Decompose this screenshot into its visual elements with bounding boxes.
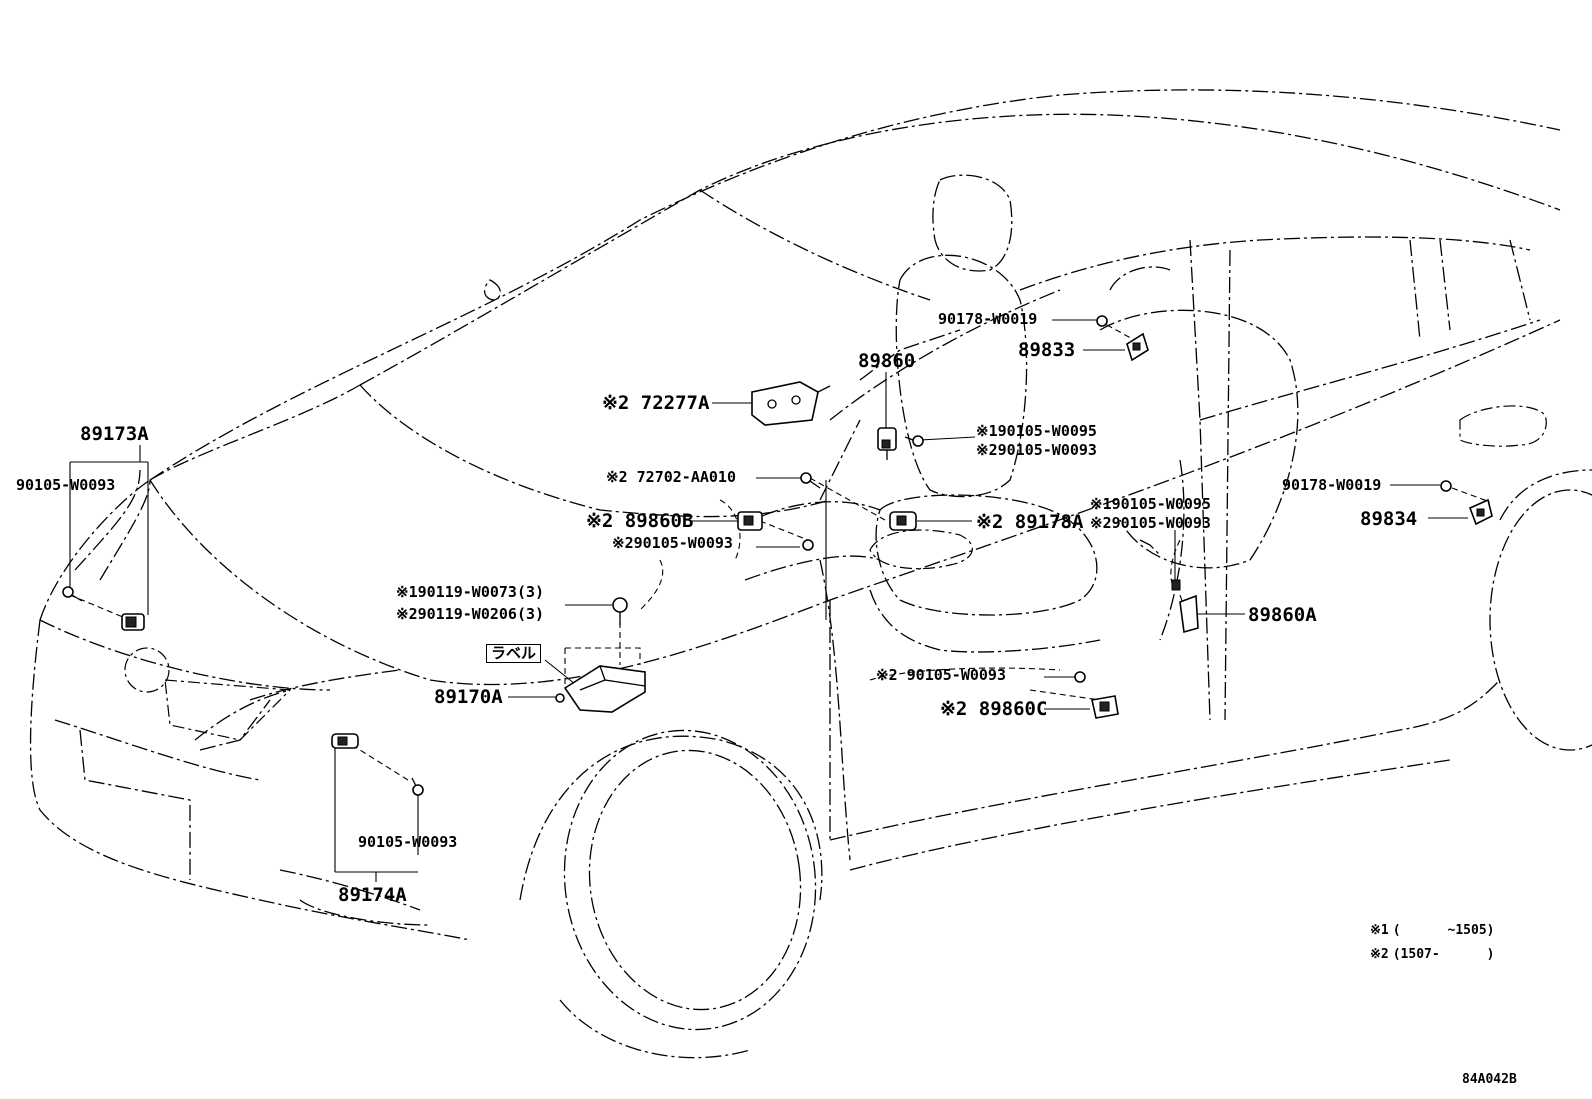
callout-89860B[interactable]: ※2 89860B [586, 510, 694, 532]
legend-note2-range: (1507- ) [1392, 947, 1495, 962]
legend: ※1 ( ~1505) ※2 (1507- ) [1370, 921, 1494, 963]
sensor-89173A-icon [121, 613, 145, 631]
callout-89860A[interactable]: 89860A [1248, 604, 1317, 626]
callout-89170A[interactable]: 89170A [434, 686, 503, 708]
callout-89174A[interactable]: 89174A [338, 884, 407, 906]
callout-90105-W0093-front[interactable]: 90105-W0093 [16, 476, 116, 494]
callout-72702-AA010[interactable]: ※2 72702-AA010 [606, 468, 736, 486]
callout-90105-W0093-lower[interactable]: 90105-W0093 [358, 833, 458, 851]
legend-note1-mark: ※1 [1370, 923, 1389, 938]
diagram-code: 84A042B [1462, 1072, 1517, 1087]
callout-72277A[interactable]: ※2 72277A [602, 392, 710, 414]
callout-90119-W0206[interactable]: ※290119-W0206(3) [396, 605, 545, 623]
legend-note1-range: ( ~1505) [1392, 923, 1495, 938]
sensor-89860C-icon [1091, 695, 1119, 719]
callout-90105-W0093-c[interactable]: ※290105-W0093 [612, 534, 733, 552]
bolt-icon [1074, 671, 1086, 683]
sensor-89833-icon [1126, 332, 1149, 362]
sensor-89178A-icon [889, 511, 917, 531]
callout-89178A[interactable]: ※2 89178A [976, 511, 1084, 533]
callout-89833[interactable]: 89833 [1018, 339, 1076, 361]
part-symbols [62, 315, 1493, 796]
bracket-72277A-icon [751, 381, 831, 426]
callout-90105-W0093-d[interactable]: ※290105-W0093 [1090, 514, 1211, 532]
callout-90105-W0095-a[interactable]: ※190105-W0095 [976, 422, 1097, 440]
car-body-outline [29, 89, 1592, 1059]
callout-89834[interactable]: 89834 [1360, 508, 1418, 530]
bolt-icon [802, 539, 814, 551]
callout-89173A[interactable]: 89173A [80, 423, 149, 445]
screw-icon [904, 435, 924, 447]
sensor-89860-icon [877, 427, 897, 460]
callout-90105-W0093-e[interactable]: ※2 90105-W0093 [876, 666, 1006, 684]
label-tag: ラベル [486, 644, 542, 663]
callout-89860C[interactable]: ※2 89860C [940, 698, 1048, 720]
legend-note2-mark: ※2 [1370, 947, 1389, 962]
bolt-icon [612, 597, 628, 625]
bolt-icon [411, 777, 424, 796]
sensor-89174A-icon [331, 733, 359, 749]
bolt-icon [62, 586, 83, 602]
callout-90105-W0093-b[interactable]: ※290105-W0093 [976, 441, 1097, 459]
screw-icon [800, 472, 821, 489]
callout-90178-W0019-lower[interactable]: 90178-W0019 [1282, 476, 1382, 494]
sensor-89860A-icon [1171, 579, 1199, 634]
callout-90178-W0019-upper[interactable]: 90178-W0019 [938, 310, 1038, 328]
sensor-89834-icon [1468, 498, 1493, 526]
callout-89860[interactable]: 89860 [858, 350, 916, 372]
nut-icon [1096, 315, 1108, 327]
nut-icon [1440, 480, 1452, 492]
callout-90119-W0073[interactable]: ※190119-W0073(3) [396, 583, 545, 601]
airbag-ecu-89170A-icon [555, 665, 646, 713]
sensor-89860B-icon [737, 511, 763, 531]
callout-90105-W0095-b[interactable]: ※190105-W0095 [1090, 495, 1211, 513]
